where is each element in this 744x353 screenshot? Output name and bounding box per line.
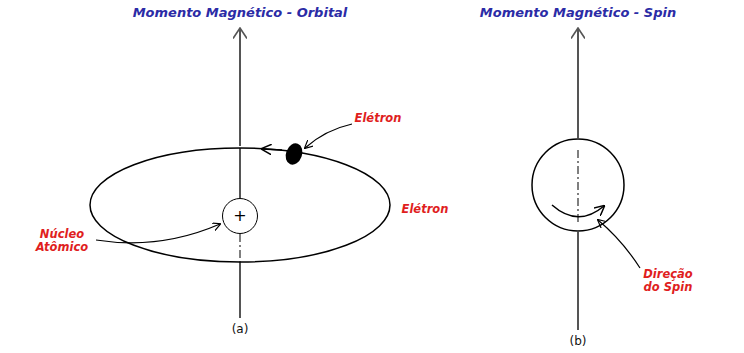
panel-heading: Momento Magnético - Spin — [480, 5, 676, 20]
spin-arrow — [552, 205, 604, 217]
axis-line — [239, 262, 241, 318]
panel-heading: Momento Magnético - Orbital — [133, 5, 348, 20]
part-label: Elétron — [402, 203, 449, 216]
axis-dashed — [239, 234, 241, 262]
nucleus-circle: + — [222, 198, 258, 234]
part-label: Elétron — [355, 112, 402, 125]
orbit-arrow — [262, 149, 282, 150]
part-label: Direção do Spin — [639, 268, 697, 294]
orbit-ellipse — [90, 148, 390, 262]
axis-line — [239, 28, 241, 146]
electron-dot — [283, 141, 306, 167]
panel-caption: (a) — [232, 322, 249, 336]
charge-sign: + — [233, 208, 246, 224]
part-label: Núcleo Atômico — [31, 228, 93, 254]
leader-line — [96, 224, 220, 243]
axis-dashed — [577, 150, 579, 222]
axis-line — [577, 28, 579, 138]
leader-line — [598, 220, 640, 268]
panel-caption: (b) — [570, 334, 587, 348]
axis-line — [577, 232, 579, 330]
leader-line — [305, 124, 352, 148]
axis-line — [239, 148, 241, 198]
electron-sphere — [532, 139, 624, 231]
